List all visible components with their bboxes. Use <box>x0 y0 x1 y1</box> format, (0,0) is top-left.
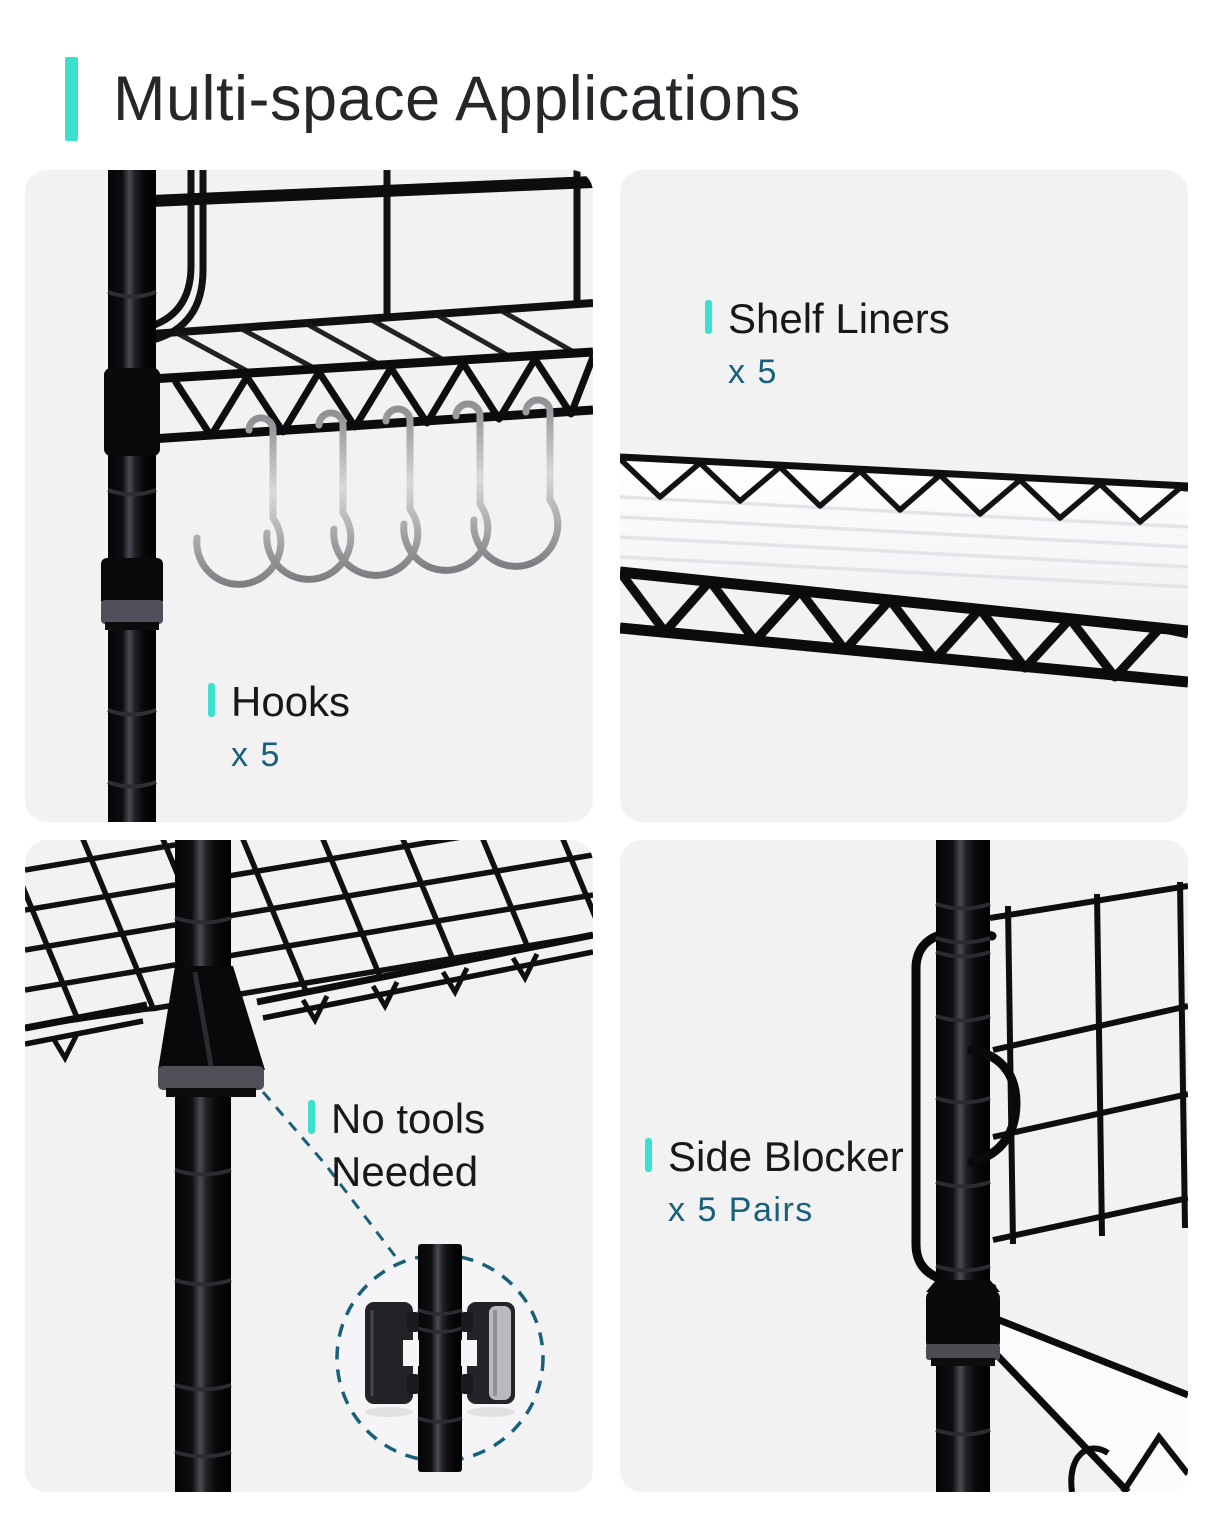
hooks-label: Hooks x 5 <box>208 675 350 775</box>
s-hook-1 <box>193 414 285 588</box>
liner-wire-shadows <box>620 495 1188 589</box>
shelf-liners-label-text: Shelf Liners <box>728 295 950 342</box>
hooks-photo <box>101 170 593 822</box>
side-blocker-label-text: Side Blocker <box>668 1133 904 1180</box>
wire-basket <box>130 170 593 346</box>
connector-sleeve <box>926 1280 1000 1366</box>
center-pole <box>158 840 265 1492</box>
s-hook-4 <box>400 400 492 574</box>
corner-pole <box>935 840 991 1492</box>
hooks-label-text: Hooks <box>231 678 351 725</box>
side-blocker-photo <box>911 840 1188 1492</box>
side-grid-wires <box>989 881 1188 1245</box>
header: Multi-space Applications <box>65 57 801 141</box>
page-title: Multi-space Applications <box>113 64 801 134</box>
hooks-count: x 5 <box>231 736 281 774</box>
accent-bar-icon <box>645 1138 652 1172</box>
shelf-pole <box>101 170 163 822</box>
accent-bar-icon <box>208 683 215 717</box>
s-hooks <box>193 396 562 588</box>
pole-detail <box>418 1244 462 1472</box>
shelf-underside-grid <box>25 840 593 1030</box>
no-tools-photo <box>25 840 593 1492</box>
pole-sleeve <box>101 558 163 606</box>
side-blocker-label: Side Blocker x 5 Pairs <box>645 1130 904 1230</box>
shelf-rim-wires <box>25 931 593 1064</box>
shelf-back-edge <box>620 453 1188 525</box>
shelf-surface-wires <box>173 307 574 374</box>
s-hook-2 <box>263 409 355 583</box>
panel-side-blocker: Side Blocker x 5 Pairs <box>620 840 1188 1492</box>
blocker-middle-hook <box>967 1045 1021 1167</box>
shelf-liners-count: x 5 <box>728 353 778 391</box>
clip-left <box>365 1302 419 1404</box>
s-hook-5 <box>470 396 562 570</box>
shelf-front-truss <box>150 347 593 444</box>
side-blocker-count: x 5 Pairs <box>668 1191 814 1229</box>
connector-sleeve <box>158 966 265 1070</box>
accent-bar-icon <box>308 1100 315 1134</box>
shelf-front-truss <box>620 566 1188 688</box>
clip-right <box>461 1302 515 1404</box>
panel-hooks: Hooks x 5 <box>25 170 593 822</box>
s-hook-3 <box>330 405 422 579</box>
shelf-liners-photo <box>620 453 1188 688</box>
title-accent-bar-icon <box>65 57 78 141</box>
shelf-liners-label: Shelf Liners x 5 <box>705 292 950 392</box>
lower-shelf-with-liner <box>992 1314 1188 1492</box>
panel-shelf-liners: Shelf Liners x 5 <box>620 170 1188 822</box>
accent-bar-icon <box>705 300 712 334</box>
zoom-callout-circle <box>335 1244 545 1472</box>
